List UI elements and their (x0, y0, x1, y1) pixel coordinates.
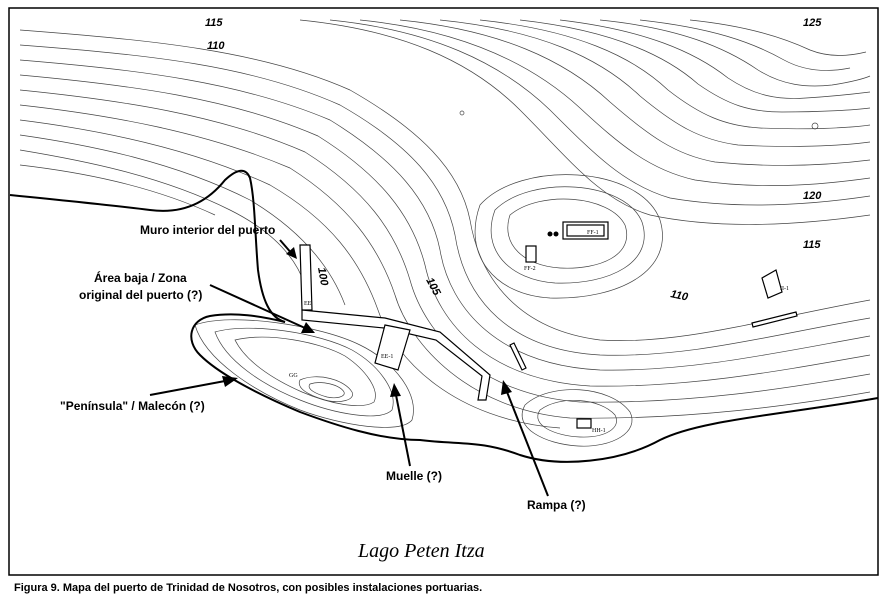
structure-code: HH-1 (592, 428, 606, 434)
inner-wall-arrowhead (286, 247, 297, 259)
low-area-arrow (209, 284, 306, 329)
ramp-structure (509, 342, 527, 371)
ff1-structure-inner (566, 224, 605, 237)
inner-wall-label: Muro interior del puerto (140, 223, 275, 237)
low-area-label-line1: Área baja / Zona (94, 270, 187, 285)
structures (299, 110, 819, 429)
shoreline-peninsula (190, 313, 879, 463)
ff2-structure (525, 245, 537, 263)
ramp-label: Rampa (?) (527, 498, 586, 512)
structure-code: EE-1 (381, 354, 393, 360)
east-structure (751, 311, 798, 328)
structure-code: FF-1 (587, 230, 599, 236)
low-area-label-line2: original del puerto (?) (79, 288, 202, 302)
structure-code: GG (289, 373, 298, 379)
annotations: Muro interior del puerto Área baja / Zon… (60, 223, 586, 512)
dock-arrow (395, 394, 411, 467)
peninsula-arrow (149, 380, 226, 396)
map-border (8, 7, 879, 576)
shoreline-north (9, 169, 286, 323)
ee1-structure (374, 324, 411, 371)
ii1-structure (761, 269, 783, 299)
elevation-labels: 115 110 125 120 115 100 105 110 (205, 17, 822, 304)
ramp-arrowhead (501, 380, 512, 395)
elevation-label: 115 (205, 17, 223, 29)
elevation-label: 120 (803, 190, 822, 202)
elevation-label: 110 (207, 40, 225, 52)
dock-label: Muelle (?) (386, 469, 442, 483)
structure-codes: EE EE-1 FF-1 FF-2 II-1 GG HH-1 (289, 230, 789, 434)
hh1-structure (576, 418, 592, 429)
inner-wall-structure (299, 244, 313, 311)
elevation-label: 115 (803, 239, 821, 251)
ff-dot (547, 231, 553, 237)
low-area-arrowhead (301, 322, 315, 333)
ff-dot (553, 231, 559, 237)
elevation-label: 125 (803, 17, 822, 29)
topo-marker (811, 122, 819, 130)
structure-code: II-1 (780, 286, 789, 292)
figure-caption: Figura 9. Mapa del puerto de Trinidad de… (14, 582, 483, 594)
ramp-arrow (506, 391, 549, 497)
elevation-label: 110 (669, 288, 690, 304)
arrows (149, 239, 549, 497)
topo-marker (459, 110, 465, 116)
dock-arrowhead (390, 383, 401, 397)
contour-lines (19, 19, 871, 447)
elevation-label: 100 (315, 266, 330, 287)
peninsula-arrowhead (222, 376, 238, 387)
structure-code: FF-2 (524, 266, 536, 272)
lake-name: Lago Peten Itza (357, 540, 485, 562)
peninsula-label: "Península" / Malecón (?) (60, 399, 205, 413)
structure-code: EE (304, 301, 312, 307)
peninsula-contours (194, 319, 414, 428)
